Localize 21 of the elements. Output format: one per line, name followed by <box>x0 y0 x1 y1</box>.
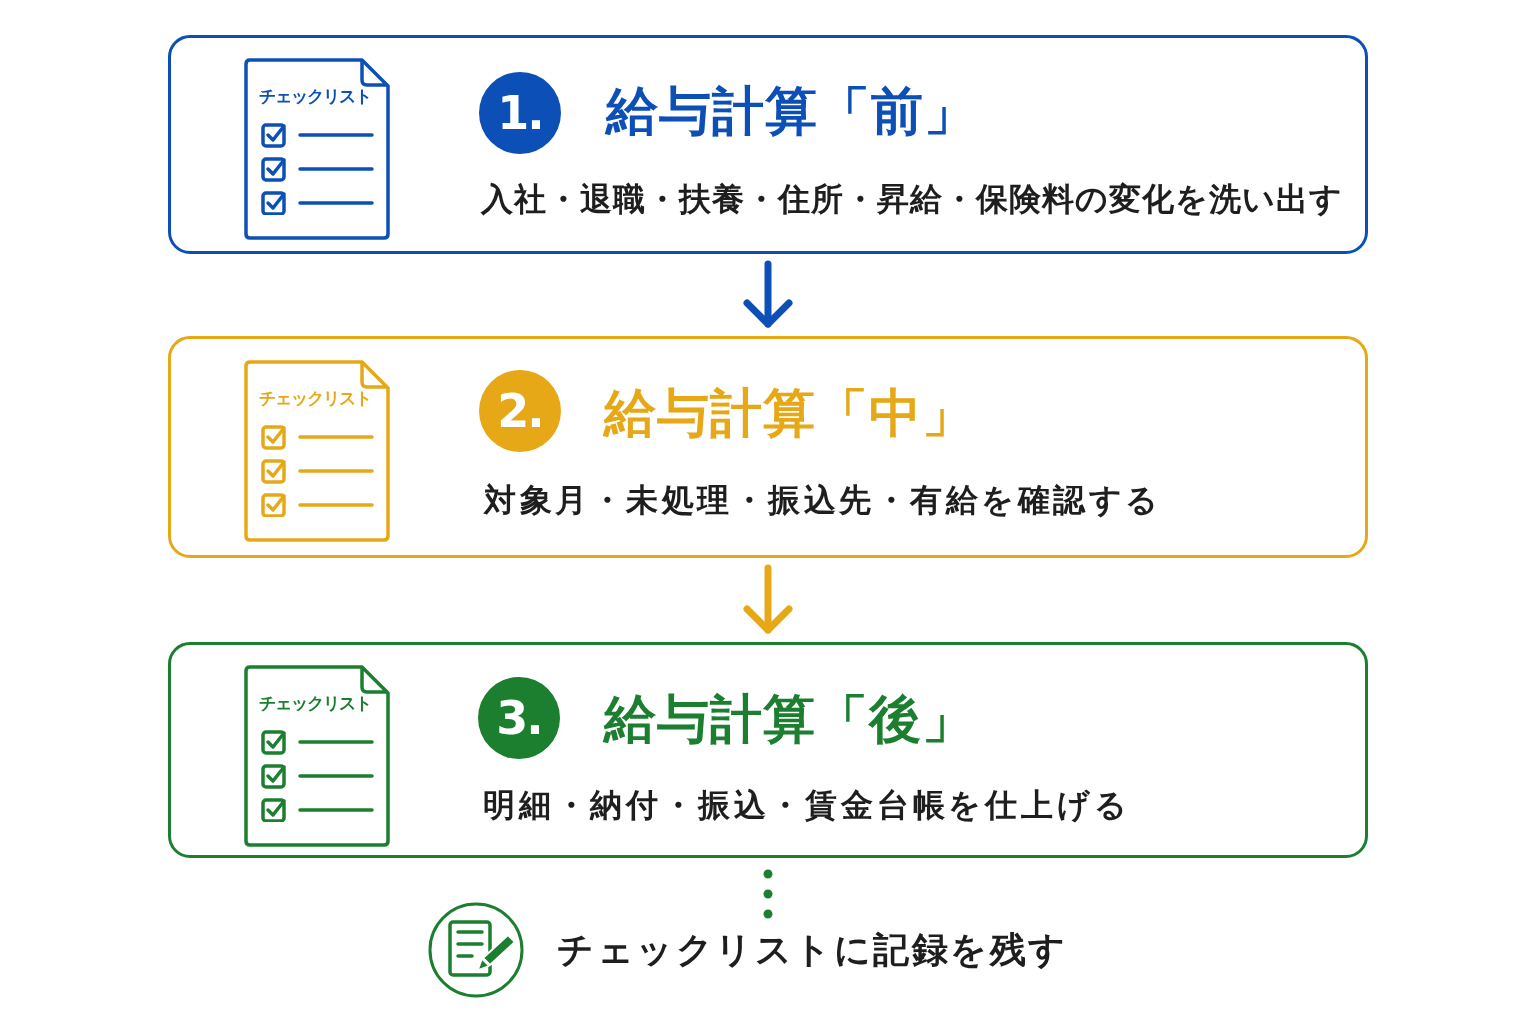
step-card <box>168 642 1368 858</box>
document-title: チェックリスト <box>259 695 371 712</box>
document-title: チェックリスト <box>259 390 371 407</box>
final-step-text: チェックリストに記録を残す <box>557 932 1068 968</box>
step-card <box>168 35 1368 254</box>
checklist-document <box>244 360 390 542</box>
step-number-badge: 3. <box>478 677 560 759</box>
step-number-badge: 2. <box>479 370 561 452</box>
step-card <box>168 336 1368 558</box>
document-title: チェックリスト <box>259 88 371 105</box>
step-description: 入社・退職・扶養・住所・昇給・保険料の変化を洗い出す <box>481 183 1343 215</box>
step-title: 給与計算「前」 <box>606 85 977 137</box>
step-description: 明細・納付・振込・賃金台帳を仕上げる <box>483 789 1131 821</box>
arrow <box>743 564 793 634</box>
step-title: 給与計算「後」 <box>604 693 975 745</box>
step-title: 給与計算「中」 <box>604 387 975 439</box>
arrow <box>743 260 793 328</box>
checklist-document <box>244 665 390 847</box>
checklist-document <box>244 58 390 240</box>
step-description: 対象月・未処理・振込先・有給を確認する <box>484 484 1162 516</box>
step-number-badge: 1. <box>479 72 561 154</box>
